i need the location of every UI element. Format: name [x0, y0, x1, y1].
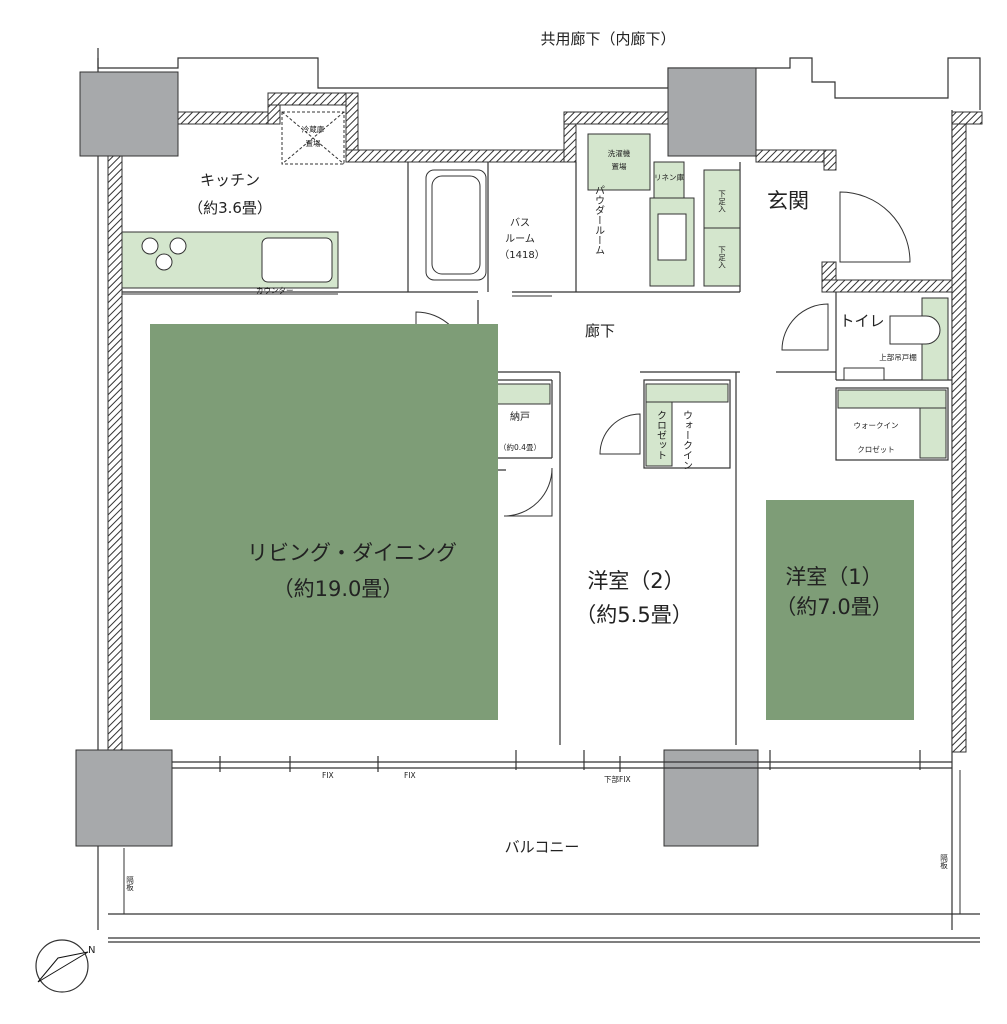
partition-right: 隔板: [939, 854, 948, 871]
storage-size: （約0.4畳）: [499, 442, 541, 452]
washer-place: [587, 133, 651, 191]
balcony-label: バルコニー: [505, 838, 580, 856]
fridge-label-2: 置場: [306, 138, 321, 148]
room1-size: （約7.0畳）: [775, 595, 892, 619]
columns: [75, 67, 759, 847]
washer-label-2: 置場: [612, 161, 627, 171]
toilet-label: トイレ: [839, 312, 884, 330]
linen-label: リネン庫: [654, 172, 684, 182]
column-top-left: [79, 71, 179, 157]
fridge-label-1: 冷蔵庫: [302, 124, 325, 134]
storage-name: 納戸: [510, 410, 530, 423]
washer-label-1: 洗濯機: [608, 148, 631, 158]
window-marks: [219, 750, 921, 772]
room1-closet-2: クロゼット: [857, 444, 895, 454]
shoe-label-1: 下足入: [717, 190, 726, 213]
room2-closet-2: クロゼット: [655, 410, 667, 460]
kitchen-size: （約3.6畳）: [188, 199, 272, 217]
column-bottom-center: [663, 749, 759, 847]
fix-label-1: FIX: [322, 771, 334, 780]
shoe-label-2: 下足入: [717, 246, 726, 269]
column-top-center: [667, 67, 757, 157]
toilet-shelf-label: 上部吊戸棚: [879, 352, 917, 362]
balcony-partitions: [123, 770, 961, 914]
north-arrow-icon: N: [35, 939, 95, 993]
room1-name: 洋室（1）: [785, 565, 882, 589]
hallway-label: 廊下: [585, 322, 615, 340]
partition-left: 隔板: [125, 876, 134, 893]
room1-closet-1: ウォークイン: [854, 421, 899, 430]
north-label: N: [88, 945, 95, 956]
living-size: （約19.0畳）: [273, 577, 404, 601]
labels: 共用廊下（内廊下） キッチン （約3.6畳） カウンター 冷蔵庫 置場 バス ル…: [125, 30, 948, 892]
room2-closet-1: ウォークイン: [681, 410, 693, 470]
room2-size: （約5.5畳）: [575, 603, 692, 627]
sink-icon: [261, 237, 333, 283]
closet-fixtures: [489, 367, 947, 467]
toilet-icon: [889, 315, 941, 345]
corridor-label: 共用廊下（内廊下）: [540, 30, 675, 48]
bathroom-fixtures: [425, 133, 949, 381]
powder-name: パウダールーム: [593, 185, 605, 255]
bath-name-2: ルーム: [505, 233, 535, 245]
stove-icon: [141, 237, 187, 271]
column-bottom-left: [75, 749, 173, 847]
entrance-label: 玄関: [767, 189, 809, 213]
room2-name: 洋室（2）: [587, 569, 684, 593]
structural-walls: [107, 92, 983, 753]
fix-label-3: 下部FIX: [604, 774, 631, 784]
kitchen-name: キッチン: [200, 171, 260, 189]
bath-size: （1418）: [499, 249, 544, 261]
living-floor: [150, 324, 498, 720]
kitchen-fixtures: [121, 231, 339, 295]
bath-name-1: バス: [510, 217, 530, 229]
counter-label: カウンター: [256, 286, 294, 295]
room1-floor: [766, 500, 914, 720]
fridge-place: [281, 111, 345, 165]
fix-label-2: FIX: [404, 771, 416, 780]
living-name: リビング・ダイニング: [247, 541, 457, 565]
